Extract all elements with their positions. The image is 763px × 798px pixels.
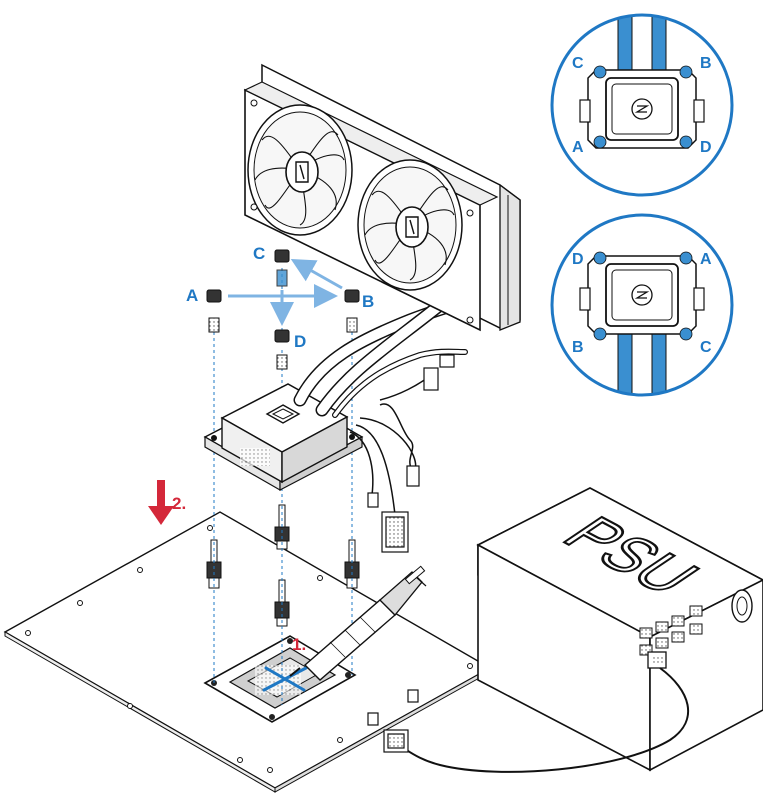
radiator	[243, 63, 521, 332]
psu-modular-ports	[639, 605, 703, 656]
screw-a-label: A	[186, 286, 198, 305]
fan-connectors	[367, 354, 455, 553]
fan-1	[247, 104, 353, 236]
psu-connector	[647, 651, 667, 669]
screw-c	[274, 249, 290, 287]
mounting-holes	[25, 525, 473, 773]
screw-d	[274, 329, 290, 370]
screw-b	[344, 289, 360, 333]
inset-bottom-label-bottom-right: C	[700, 339, 712, 356]
screw-b-label: B	[362, 292, 374, 311]
screw-d-label: D	[294, 332, 306, 351]
board-power-connector	[367, 689, 419, 753]
psu-cable	[399, 667, 689, 773]
thermal-paste-syringe	[289, 565, 427, 681]
down-arrow-icon	[148, 480, 174, 525]
inset-bottom-label-bottom-left: B	[572, 339, 584, 356]
pump-logo-icon	[631, 98, 653, 120]
inset-top-label-bottom-left: A	[572, 139, 584, 156]
inset-bottom-label-top-left: D	[572, 251, 584, 268]
inset-top-label-top-right: B	[700, 55, 712, 72]
psu-fan-port	[731, 589, 753, 623]
step-2-label: 2.	[172, 494, 186, 513]
power-supply: PSU	[476, 487, 763, 772]
pump-block	[203, 383, 364, 492]
inset-orientation-top: C B A D	[550, 13, 734, 197]
sequence-arrows	[228, 259, 343, 326]
inset-top-label-top-left: C	[572, 55, 584, 72]
fan-2	[357, 159, 463, 291]
inset-orientation-bottom: D A B C	[550, 213, 734, 397]
pump-logo-icon	[265, 404, 301, 424]
inset-top-label-bottom-right: D	[700, 139, 712, 156]
inset-bottom-label-top-right: A	[700, 251, 712, 268]
screw-a	[206, 289, 222, 333]
screws	[206, 249, 360, 370]
motherboard-plate	[3, 511, 492, 793]
step-1-label: 1.	[292, 635, 306, 654]
x-mark-icon	[262, 666, 308, 692]
pump-logo-icon	[631, 284, 653, 306]
screw-c-label: C	[253, 244, 265, 263]
